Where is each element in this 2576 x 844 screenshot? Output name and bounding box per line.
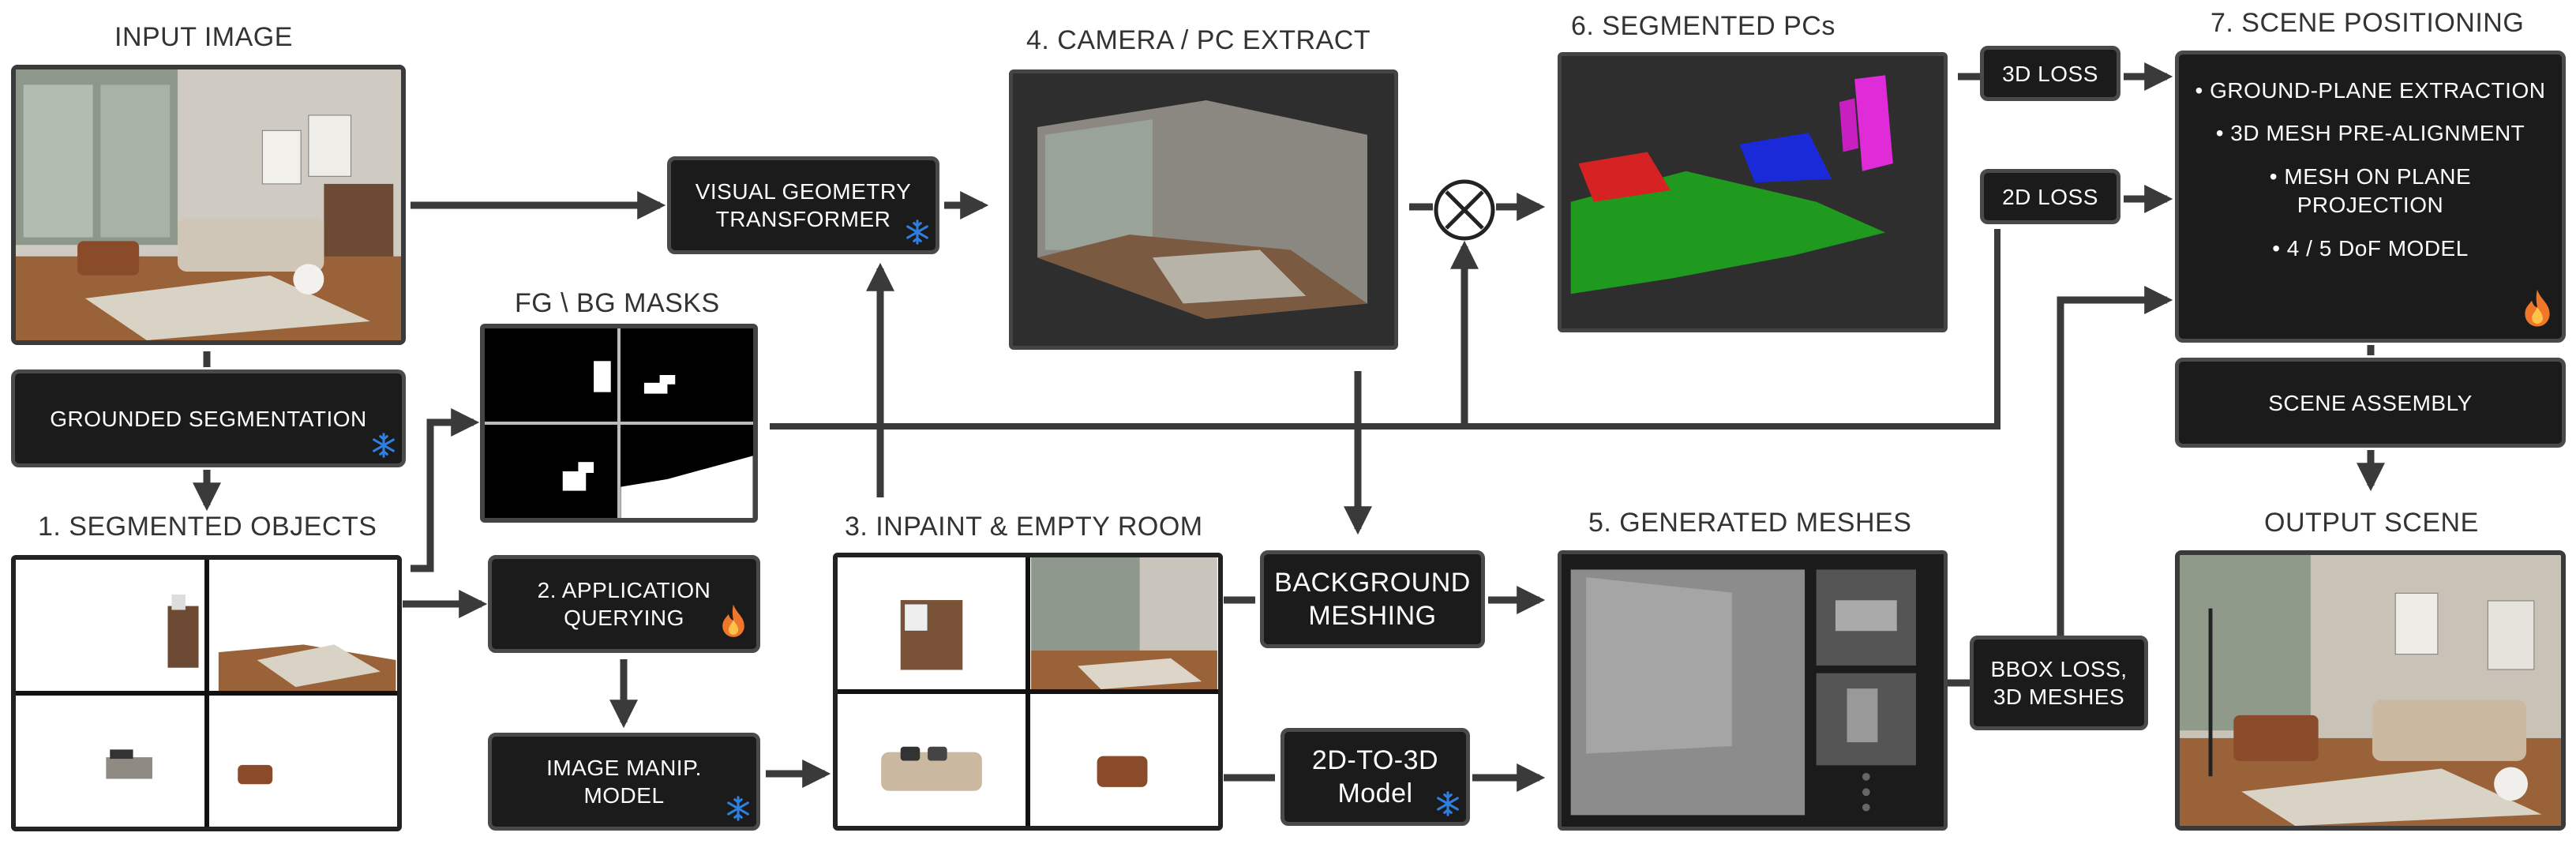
image-manip-label: IMAGE MANIP. MODEL (546, 756, 702, 808)
flame-icon (2525, 289, 2550, 327)
step-mesh-projection: MESH ON PLANE PROJECTION (2195, 163, 2546, 220)
segmented-object-table (16, 696, 204, 827)
multiply-icon (1434, 179, 1495, 241)
background-meshing-label: BACKGROUND MESHING (1274, 567, 1471, 632)
empty-room (1030, 557, 1218, 689)
2d-to-3d-label: 2D-TO-3D Model (1311, 745, 1439, 809)
snowflake-icon (727, 796, 749, 821)
flame-icon (722, 604, 744, 637)
2d-to-3d-model-box: 2D-TO-3D Model (1281, 728, 1470, 826)
scene-assembly-box: SCENE ASSEMBLY (2175, 358, 2566, 448)
camera-pc-extract-panel (1009, 69, 1398, 350)
bbox-loss-label: BBOX LOSS, 3D MESHES (1990, 657, 2128, 709)
mask-chair (485, 425, 617, 518)
step-dof-model: 4 / 5 DoF MODEL (2195, 234, 2546, 263)
segmented-object-chair (208, 696, 397, 827)
title-output-scene: OUTPUT SCENE (2264, 508, 2479, 538)
step-ground-plane: GROUND-PLANE EXTRACTION (2195, 77, 2546, 105)
application-querying-label: 2. APPLICATION QUERYING (537, 578, 711, 630)
mask-shelf (485, 328, 617, 422)
scene-positioning-box: GROUND-PLANE EXTRACTION 3D MESH PRE-ALIG… (2175, 51, 2566, 343)
title-input-image: INPUT IMAGE (114, 22, 293, 52)
scene-positioning-steps: GROUND-PLANE EXTRACTION 3D MESH PRE-ALIG… (2195, 54, 2546, 277)
vgt-label: VISUAL GEOMETRY TRANSFORMER (695, 179, 912, 231)
3d-loss-box: 3D LOSS (1980, 46, 2120, 101)
inpainted-chair (1030, 694, 1218, 826)
segmented-object-shelf (16, 560, 204, 691)
title-generated-meshes: 5. GENERATED MESHES (1588, 508, 1912, 538)
segmented-object-rug (208, 560, 397, 691)
segmented-objects-grid (11, 555, 402, 831)
background-meshing-box: BACKGROUND MESHING (1260, 550, 1485, 648)
grounded-segmentation-label: GROUNDED SEGMENTATION (50, 406, 367, 431)
visual-geometry-transformer-box: VISUAL GEOMETRY TRANSFORMER (667, 156, 939, 254)
arrow-objects-to-masks (411, 408, 480, 572)
step-mesh-prealign: 3D MESH PRE-ALIGNMENT (2195, 119, 2546, 148)
inpainted-sofa (838, 694, 1026, 826)
arrow-bbox-to-scene (2057, 286, 2173, 636)
input-image (11, 65, 406, 345)
title-fg-bg-masks: FG \ BG MASKS (515, 288, 720, 318)
title-inpaint-empty-room: 3. INPAINT & EMPTY ROOM (845, 512, 1203, 542)
image-manip-model-box: IMAGE MANIP. MODEL (488, 733, 760, 831)
bbox-loss-box: BBOX LOSS, 3D MESHES (1970, 636, 2148, 730)
fg-bg-masks-grid (480, 324, 758, 523)
scene-assembly-label: SCENE ASSEMBLY (2268, 390, 2473, 415)
3d-loss-label: 3D LOSS (2002, 61, 2098, 86)
2d-loss-box: 2D LOSS (1980, 169, 2120, 224)
snowflake-icon (1437, 791, 1459, 816)
mask-rug (621, 425, 753, 518)
snowflake-icon (373, 433, 395, 458)
segmented-pcs-panel (1558, 52, 1948, 332)
inpainted-shelf (838, 557, 1026, 689)
snowflake-icon (906, 219, 928, 245)
title-segmented-pcs: 6. SEGMENTED PCs (1571, 11, 1835, 41)
title-camera-pc-extract: 4. CAMERA / PC EXTRACT (1026, 25, 1371, 55)
grounded-segmentation-box: GROUNDED SEGMENTATION (11, 369, 406, 467)
2d-loss-label: 2D LOSS (2002, 184, 2098, 209)
mask-table (621, 328, 753, 422)
application-querying-box: 2. APPLICATION QUERYING (488, 555, 760, 653)
generated-meshes-panel (1558, 550, 1948, 831)
output-scene-image (2175, 550, 2566, 831)
title-scene-positioning: 7. SCENE POSITIONING (2210, 8, 2525, 38)
inpaint-grid (833, 553, 1223, 831)
title-segmented-objects: 1. SEGMENTED OBJECTS (38, 512, 377, 542)
